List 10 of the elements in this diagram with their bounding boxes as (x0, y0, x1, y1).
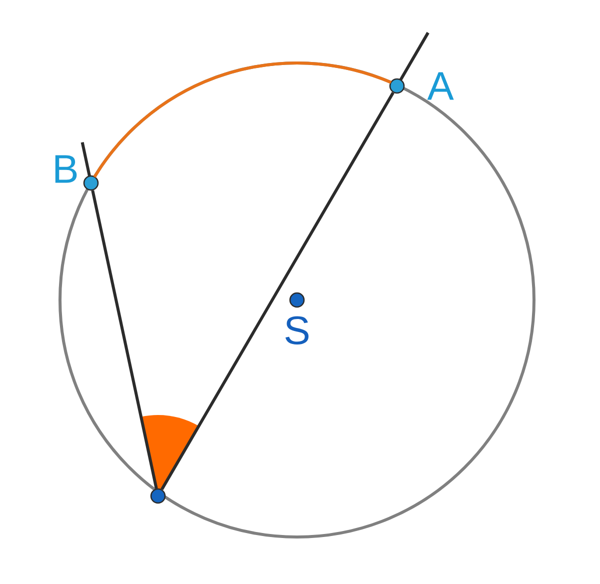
line-segment (160, 92, 394, 490)
point (289, 292, 305, 308)
point-label: A (427, 72, 454, 100)
arc (93, 62, 392, 178)
point (83, 175, 99, 191)
point (150, 488, 166, 504)
point-label: B (55, 155, 77, 183)
line-segment (91, 190, 158, 489)
point (389, 78, 405, 94)
point-label: S (285, 316, 308, 345)
